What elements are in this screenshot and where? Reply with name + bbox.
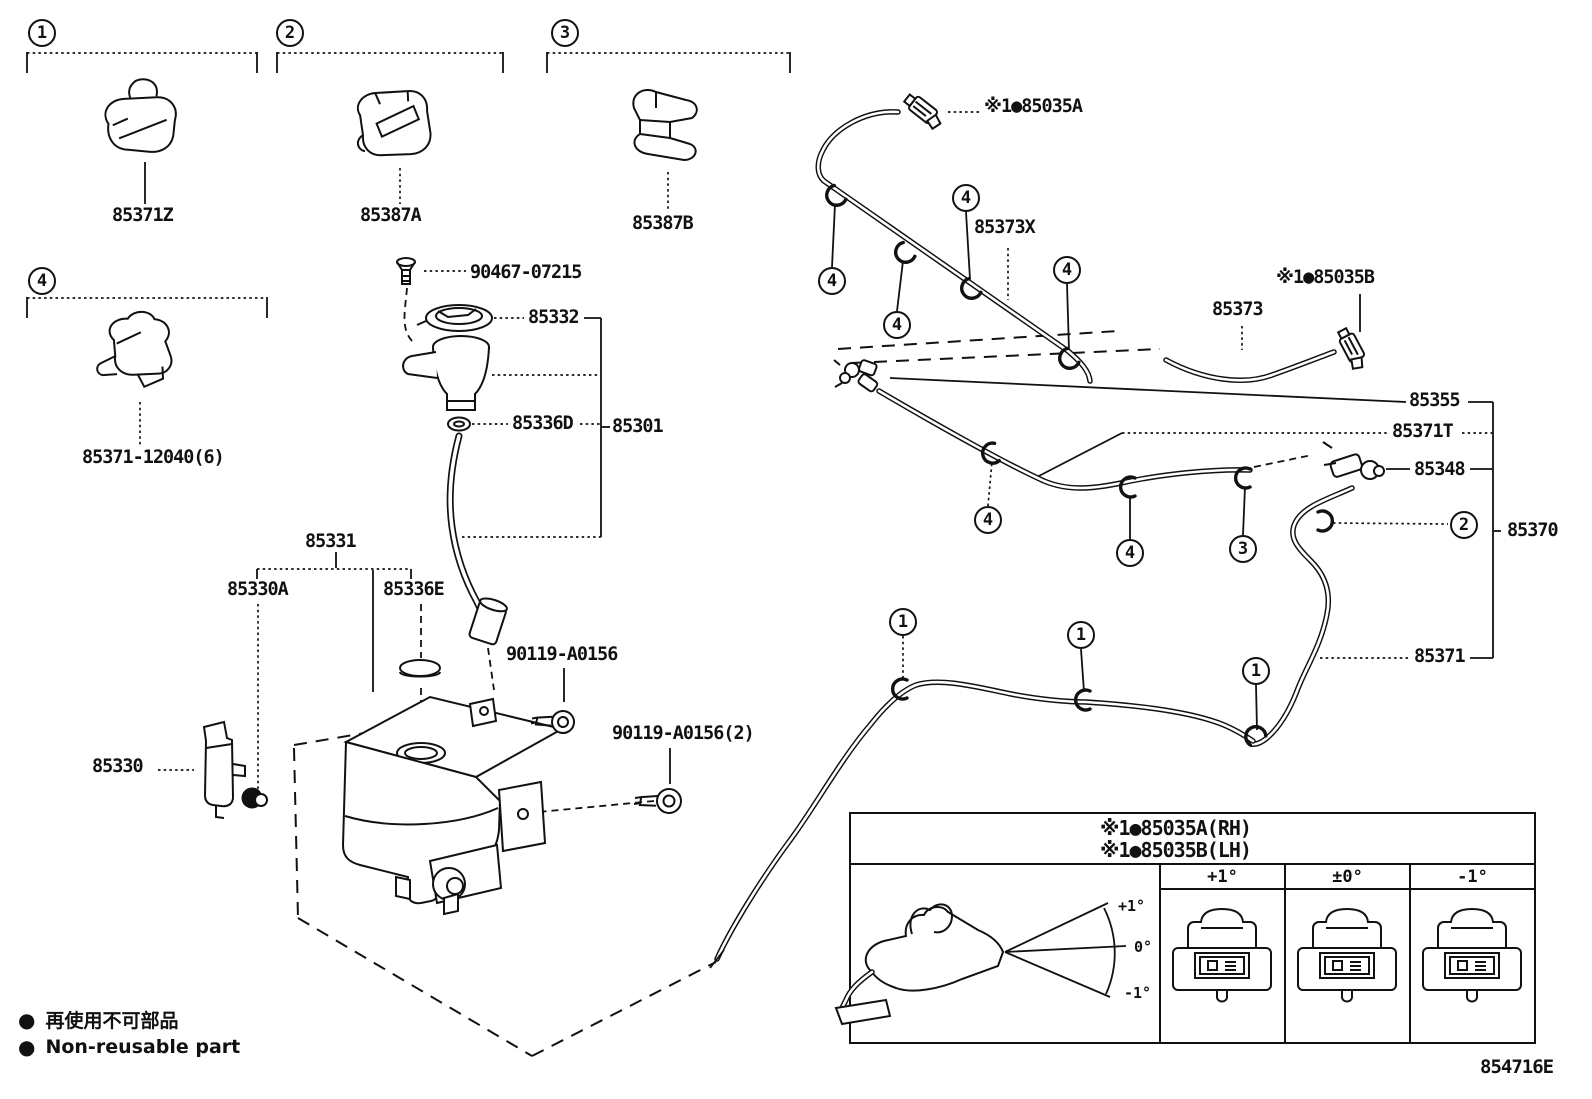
legend-text-jp: 再使用不可部品 — [45, 1010, 179, 1032]
table-header-lh: ※1●85035B(LH) — [1100, 838, 1252, 862]
screw-parts-art — [530, 710, 682, 814]
fan-mark-minus1: -1° — [1124, 984, 1152, 1002]
label-85035A: ※1●85035A — [984, 95, 1083, 117]
callout-4: 4 — [1053, 256, 1081, 284]
callout-1: 1 — [1242, 657, 1270, 685]
callout-4: 4 — [974, 506, 1002, 534]
label-85301: 85301 — [612, 415, 664, 437]
callout-3: 3 — [551, 19, 579, 47]
callout-4: 4 — [818, 267, 846, 295]
callout-4: 4 — [883, 311, 911, 339]
legend-row-en: ● Non-reusable part — [18, 1033, 240, 1060]
legend-row-jp: ● 再使用不可部品 — [18, 1006, 240, 1033]
legend-text-en: Non-reusable part — [45, 1035, 241, 1058]
label-85336D: 85336D — [512, 412, 574, 434]
label-85371Z: 85371Z — [112, 204, 174, 226]
callout-4: 4 — [28, 267, 56, 295]
label-90119-A0156-2: 90119-A0156(2) — [612, 722, 755, 744]
table-header-rh: ※1●85035A(RH) — [1100, 816, 1252, 840]
label-85330: 85330 — [92, 755, 144, 777]
construction-dashes — [293, 287, 1161, 1057]
label-85373X: 85373X — [974, 216, 1036, 238]
non-reusable-bullet-icon: ● — [18, 1034, 36, 1059]
label-85387A: 85387A — [360, 204, 422, 226]
label-85330A: 85330A — [227, 578, 289, 600]
table-col-zero: ±0° — [1332, 867, 1363, 887]
label-85355: 85355 — [1409, 389, 1461, 411]
label-85371T: 85371T — [1392, 420, 1454, 442]
callout-1: 1 — [28, 19, 56, 47]
label-90467-07215: 90467-07215 — [470, 261, 582, 283]
fan-mark-zero: 0° — [1134, 938, 1153, 956]
clip-parts-art — [96, 78, 698, 389]
table-col-plus1: +1° — [1207, 867, 1238, 887]
callout-4: 4 — [1116, 539, 1144, 567]
label-90119-A0156: 90119-A0156 — [506, 643, 618, 665]
washer-pump-art — [202, 720, 268, 819]
callout-2: 2 — [1450, 511, 1478, 539]
non-reusable-bullet-icon: ● — [18, 1007, 36, 1032]
table-col-minus1: -1° — [1457, 867, 1488, 887]
callout-1: 1 — [889, 608, 917, 636]
label-85371: 85371 — [1414, 645, 1466, 667]
callout-1: 1 — [1067, 621, 1095, 649]
washer-tank-art — [341, 659, 565, 916]
section-brackets — [26, 52, 791, 318]
callout-4: 4 — [952, 184, 980, 212]
inlet-assembly-art — [396, 257, 508, 646]
legend: ● 再使用不可部品 ● Non-reusable part — [18, 1006, 240, 1060]
leader-lines — [139, 111, 1505, 793]
nozzle-sideview-art — [834, 902, 1127, 1026]
label-85331: 85331 — [305, 530, 357, 552]
label-85370: 85370 — [1507, 519, 1559, 541]
callout-3: 3 — [1229, 535, 1257, 563]
label-85035B: ※1●85035B — [1276, 266, 1375, 288]
label-85332: 85332 — [528, 306, 580, 328]
hose-art — [709, 109, 1355, 969]
hose-clips-art — [825, 183, 1335, 747]
fan-mark-plus1: +1° — [1118, 897, 1146, 915]
label-85348: 85348 — [1414, 458, 1466, 480]
label-85336E: 85336E — [383, 578, 445, 600]
label-85373: 85373 — [1212, 298, 1264, 320]
callout-2: 2 — [276, 19, 304, 47]
label-85371-12040: 85371-12040(6) — [82, 446, 225, 468]
nozzle-parts-art — [833, 93, 1385, 480]
spec-table-grid — [834, 812, 1536, 1044]
label-85387B: 85387B — [632, 212, 694, 234]
figure-code: 854716E — [1480, 1056, 1554, 1078]
